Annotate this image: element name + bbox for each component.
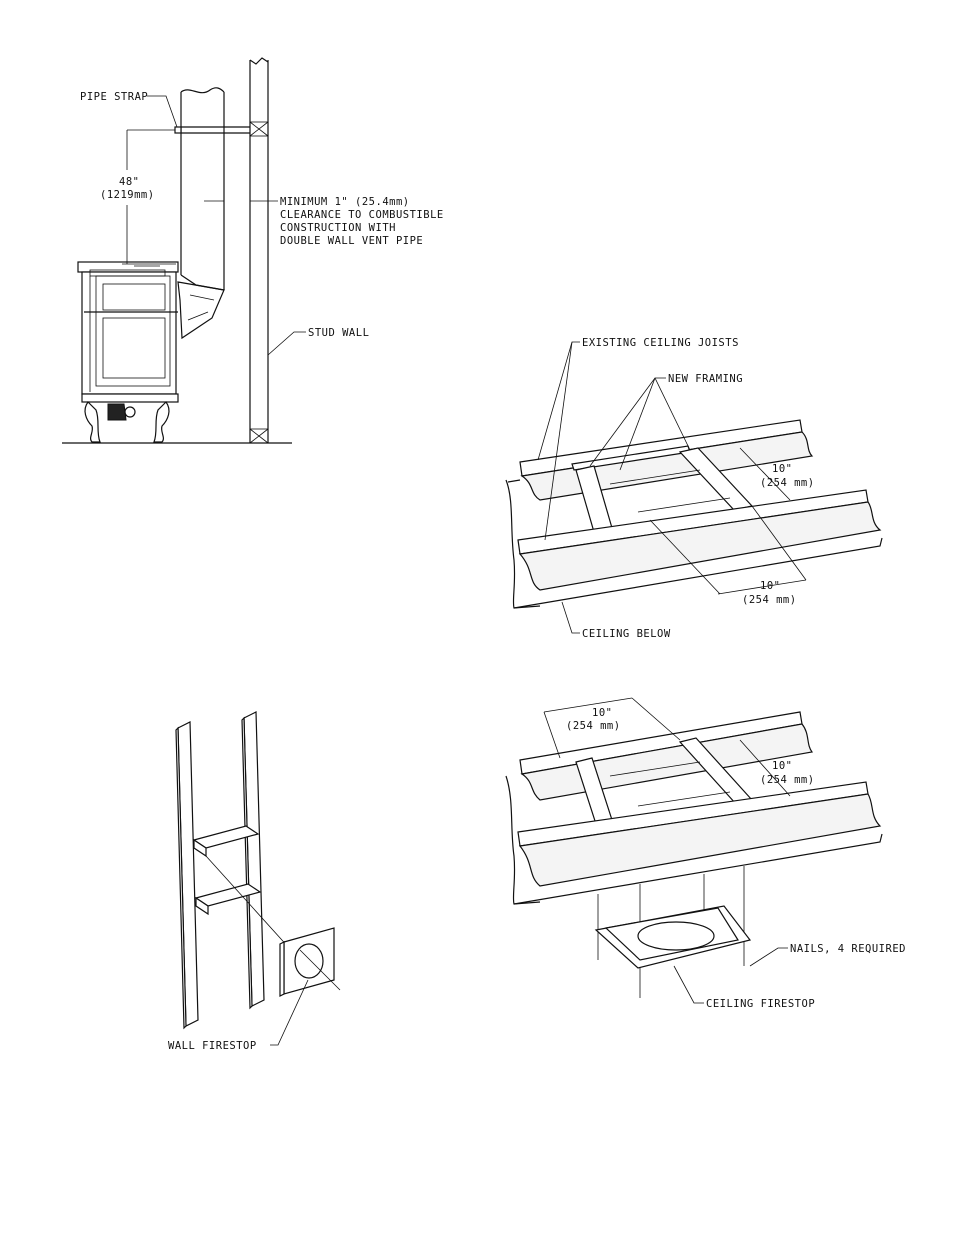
clearance-note: MINIMUM 1" (25.4mm) CLEARANCE TO COMBUST… (280, 196, 444, 247)
wall-firestop-label: WALL FIRESTOP (168, 1040, 257, 1052)
ceiling-framing-figure: 10" (254 mm) 10" (254 mm) EXISTING CEILI… (505, 337, 883, 640)
dim-10-b-in: 10" (760, 580, 780, 592)
stud-wall-leader (267, 331, 306, 356)
ceiling-firestop-leader (673, 965, 704, 1004)
vent-pipe (177, 87, 225, 340)
pipe-strap (174, 126, 250, 134)
ceiling-below-line (513, 537, 883, 609)
stove (77, 261, 179, 443)
ceiling-below-label: CEILING BELOW (582, 628, 671, 640)
stud-wall-label: STUD WALL (308, 327, 369, 339)
clearance-line-1: MINIMUM 1" (25.4mm) (280, 196, 410, 208)
dim-top-line (543, 697, 633, 713)
firestop-dim-a-mm: (254 mm) (566, 720, 621, 732)
wall-firestop-leader (270, 979, 309, 1046)
ceiling-edge (505, 479, 541, 609)
existing-joists-leader-2 (544, 341, 573, 541)
dim-10-a-in: 10" (772, 463, 792, 475)
stud-wall (249, 57, 269, 444)
clearance-line-3: CONSTRUCTION WITH (280, 222, 396, 234)
nails-label: NAILS, 4 REQUIRED (790, 943, 906, 955)
dim-48-inch-label: 48" (119, 176, 139, 188)
dim-10-b-line-1 (649, 519, 721, 595)
stove-vent-figure: 48" (1219mm) PIPE STRAP MINIMUM 1" (25.4… (62, 57, 444, 444)
dim-10-b-mm: (254 mm) (742, 594, 797, 606)
pipe-strap-label: PIPE STRAP (80, 91, 148, 103)
firestop-dim-a-in: 10" (592, 707, 612, 719)
clearance-line-2: CLEARANCE TO COMBUSTIBLE (280, 209, 444, 221)
clearance-line-4: DOUBLE WALL VENT PIPE (280, 235, 423, 247)
dim-1219mm-label: (1219mm) (100, 189, 155, 201)
wall-firestop-hole (294, 943, 324, 979)
existing-joists-label: EXISTING CEILING JOISTS (582, 337, 739, 349)
firestop-dim-b-mm: (254 mm) (760, 774, 815, 786)
front-joist-face (518, 501, 882, 591)
dim-10-b-line-2 (751, 505, 807, 581)
new-framing-label: NEW FRAMING (668, 373, 743, 385)
dim-10-a-line (739, 447, 791, 501)
ceiling-firestop-figure: 10" (254 mm) 10" (254 mm) NAILS, 4 REQUI… (505, 697, 906, 1010)
nails-leader (749, 947, 788, 967)
dim-48-inch: 48" (1219mm) (100, 129, 176, 265)
wall-firestop-figure: WALL FIRESTOP (168, 711, 341, 1052)
new-framing-leader-2 (619, 377, 656, 471)
existing-joists-leader-1 (537, 341, 580, 461)
firestop-dim-b-in: 10" (772, 760, 792, 772)
ceiling-firestop-hole (637, 921, 715, 951)
ceiling-below-leader (561, 601, 580, 634)
dim-10-a-mm: (254 mm) (760, 477, 815, 489)
pipe-strap-leader (147, 95, 178, 128)
ceiling-firestop-label: CEILING FIRESTOP (706, 998, 815, 1010)
new-framing-leader-3 (654, 377, 691, 451)
